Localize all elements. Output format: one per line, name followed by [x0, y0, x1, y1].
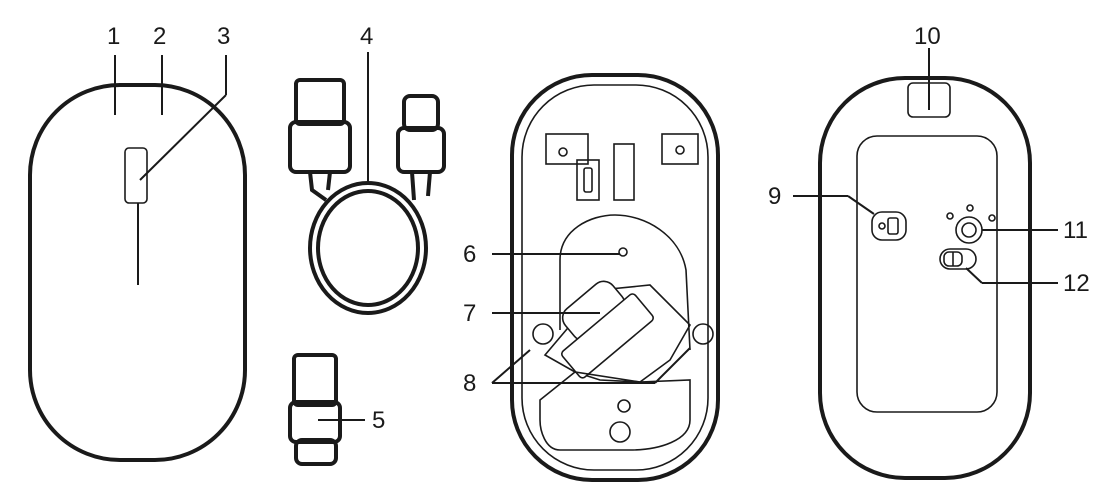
callout-10: 10	[914, 23, 941, 50]
bracket-left-hole	[558, 147, 568, 157]
screw-hole-bottom	[617, 399, 631, 413]
leader-3b	[139, 94, 227, 181]
battery-cover-latch	[871, 211, 907, 241]
battery-compartment	[559, 214, 691, 351]
usb-a-body	[288, 120, 352, 174]
usb-c-body	[396, 126, 446, 174]
bracket-left	[545, 133, 589, 165]
mouse-bottom-body	[818, 76, 1032, 480]
usb-cable: 4	[288, 23, 446, 315]
usb-receiver	[561, 280, 654, 379]
callout-12: 12	[1063, 270, 1090, 297]
mouse-inside-rim	[521, 84, 709, 471]
screw-hole-bottom-large	[609, 421, 631, 443]
center-slot	[613, 143, 635, 201]
callout-7: 7	[463, 300, 476, 327]
callout-11: 11	[1063, 217, 1088, 244]
latch-dot	[878, 222, 886, 230]
lower-panel-outline	[539, 371, 691, 451]
callout-5: 5	[372, 407, 385, 434]
callout-8: 8	[463, 370, 476, 397]
sensor-led-top	[966, 204, 974, 212]
mouse-bottom-view: 9 10 11 12	[768, 23, 1090, 480]
adapter-middle	[288, 400, 342, 444]
screw-hole-right	[692, 323, 714, 345]
leader-12b	[965, 267, 983, 284]
mouse-inside-body	[510, 73, 720, 482]
usb-a-connector	[294, 78, 346, 126]
adapter-bottom	[294, 438, 338, 466]
bracket-right	[661, 133, 699, 165]
leader-9b	[847, 195, 875, 215]
cable-strain-relief-c	[410, 171, 432, 201]
led-indicator	[618, 247, 628, 257]
sensor-led-left	[946, 212, 954, 220]
bracket-right-hole	[675, 145, 685, 155]
bracket-post	[576, 159, 600, 201]
mouse-top-body	[28, 83, 247, 462]
cable-coil-outer	[308, 181, 428, 315]
bottom-panel	[856, 135, 998, 413]
mouse-top-view: 1 2 3	[28, 23, 247, 462]
callout-2: 2	[153, 23, 166, 50]
callout-9: 9	[768, 183, 781, 210]
cable-coil-inner	[316, 189, 420, 307]
usb-c-adapter: 5	[288, 353, 385, 466]
screw-hole-left	[532, 323, 554, 345]
mouse-inside-view: 6 7 8	[463, 73, 720, 482]
latch-tab	[887, 217, 899, 235]
adapter-top	[292, 353, 338, 407]
scroll-wheel	[124, 147, 148, 204]
cable-strain-relief-a	[308, 171, 332, 202]
callout-3: 3	[217, 23, 230, 50]
callout-1: 1	[107, 23, 120, 50]
power-switch	[939, 248, 977, 270]
optical-sensor	[955, 216, 983, 244]
leader-8-right	[654, 347, 691, 384]
sensor-led-right	[988, 214, 996, 222]
usb-c-connector	[402, 94, 440, 132]
optical-sensor-lens	[961, 222, 977, 238]
callout-4: 4	[360, 23, 373, 50]
callout-6: 6	[463, 241, 476, 268]
leader-8-left	[491, 349, 531, 384]
bracket-post-slot	[583, 167, 593, 193]
